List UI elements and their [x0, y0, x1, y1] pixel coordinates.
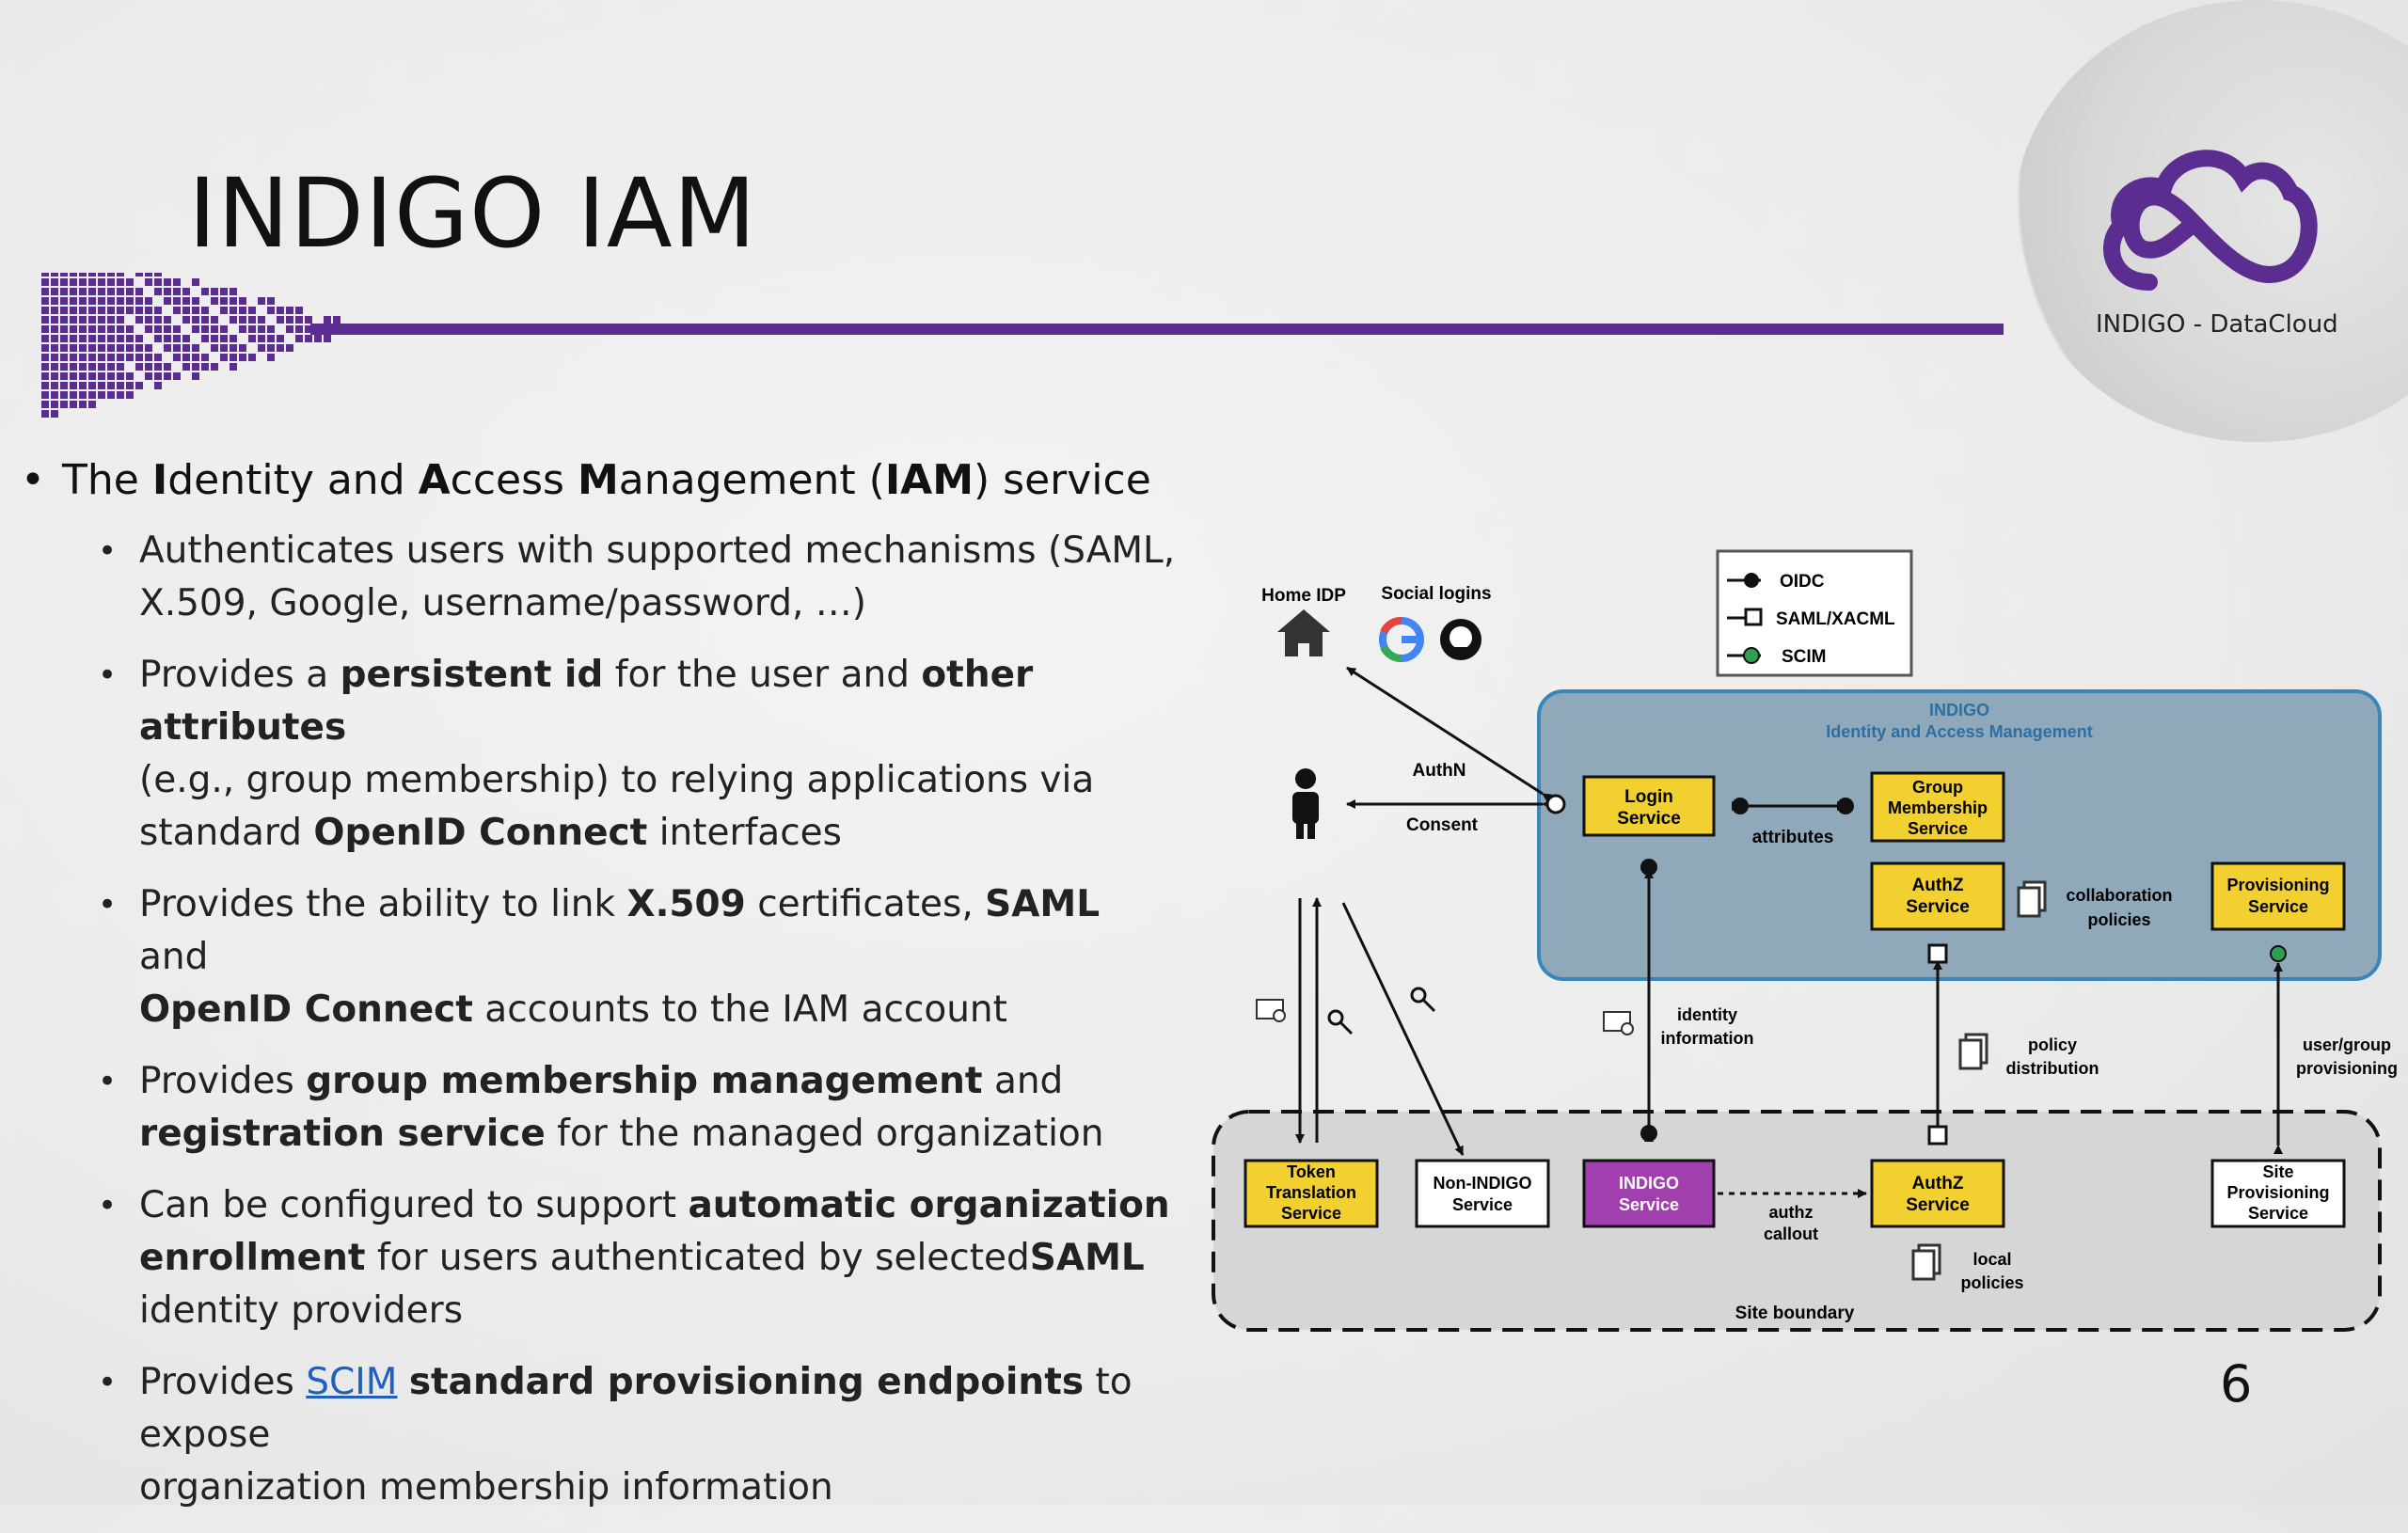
key-icon-right — [1410, 987, 1436, 1013]
login-service-label-1: Login — [1624, 787, 1673, 807]
scim-legend-icon — [1743, 647, 1760, 664]
collab-label-2: policies — [2087, 910, 2150, 929]
site-provisioning-box — [2210, 1159, 2346, 1228]
user-icon — [1292, 768, 1319, 839]
social-logins-label: Social logins — [1381, 584, 1491, 604]
slide-title: INDIGO IAM — [188, 158, 757, 270]
legend-box — [1716, 549, 1913, 677]
authz-label-2: Service — [1906, 897, 1970, 917]
main-bullet: The Identity and Access Management (IAM)… — [21, 453, 1178, 508]
site-authz-service-box — [1870, 1159, 2005, 1228]
sub-bullet-enrollment: Can be configured to support automatic o… — [98, 1179, 1178, 1337]
sub-bullet-persistent-id: Provides a persistent id for the user an… — [98, 649, 1178, 860]
iam-title-2: Identity and Access Management — [1826, 722, 2092, 741]
nonindigo-label-2: Service — [1452, 1195, 1513, 1214]
identity-label-2: information — [1661, 1029, 1754, 1048]
token-label-3: Service — [1281, 1204, 1341, 1223]
callout-label-2: callout — [1764, 1225, 1818, 1243]
sub-bullet-group-membership: Provides group membership management and… — [98, 1055, 1178, 1161]
authz-label-1: AuthZ — [1912, 876, 1964, 895]
home-icon — [1277, 609, 1330, 656]
indigo-service-box — [1582, 1159, 1716, 1228]
site-authz-label-1: AuthZ — [1912, 1174, 1964, 1193]
saml-legend-icon — [1744, 608, 1763, 626]
certificate-icon — [1256, 999, 1286, 1022]
consent-label: Consent — [1406, 815, 1479, 835]
attributes-label: attributes — [1752, 828, 1834, 847]
group-membership-box — [1870, 771, 2005, 843]
policy-distribution-icon — [1958, 1033, 1988, 1070]
collab-label-1: collaboration — [2066, 886, 2172, 905]
group-label-3: Service — [1908, 819, 1968, 838]
site-boundary-label: Site boundary — [1735, 1304, 1855, 1323]
scim-link[interactable]: SCIM — [306, 1361, 398, 1403]
prov-label-1: Provisioning — [2226, 876, 2329, 894]
sub-bullet-scim: Provides SCIM standard provisioning endp… — [98, 1356, 1178, 1514]
callout-label-1: authz — [1769, 1203, 1814, 1222]
token-translation-box — [1244, 1159, 1379, 1228]
logo-text: INDIGO - DataCloud — [2096, 310, 2338, 339]
sub-bullet-link-accounts: Provides the ability to link X.509 certi… — [98, 878, 1178, 1036]
key-icon-left — [1327, 1009, 1354, 1035]
header-pixel-bar — [41, 273, 2004, 418]
logo-background — [2013, 0, 2408, 442]
policy-label-1: policy — [2028, 1035, 2077, 1054]
prov-label-2: Service — [2248, 897, 2308, 916]
token-label-2: Translation — [1266, 1183, 1356, 1202]
identity-label-1: identity — [1677, 1005, 1737, 1024]
indigo-service-label-2: Service — [1619, 1195, 1679, 1214]
authz-service-box — [1870, 861, 2005, 931]
identity-certificate-icon — [1603, 1011, 1634, 1035]
login-service-label-2: Service — [1617, 809, 1681, 829]
sub-bullet-authenticates: Authenticates users with supported mecha… — [98, 525, 1178, 630]
provisioning-service-box — [2210, 861, 2346, 931]
local-label-1: local — [1972, 1250, 2011, 1269]
nonindigo-label-1: Non-INDIGO — [1434, 1174, 1532, 1193]
site-prov-label-1: Site — [2262, 1162, 2293, 1181]
login-service-box — [1582, 775, 1716, 837]
non-indigo-service-box — [1415, 1159, 1550, 1228]
authn-label: AuthN — [1413, 761, 1466, 781]
collaboration-policies-icon — [2017, 880, 2047, 918]
indigo-service-label-1: INDIGO — [1619, 1174, 1679, 1193]
oidc-legend-icon — [1744, 573, 1759, 588]
bullet-content: The Identity and Access Management (IAM)… — [21, 453, 1178, 1533]
usergroup-label-2: provisioning — [2296, 1059, 2398, 1078]
indigo-logo-icon — [2103, 150, 2318, 291]
token-label-1: Token — [1287, 1162, 1336, 1181]
iam-title-1: INDIGO — [1929, 701, 1989, 719]
local-policies-icon — [1911, 1243, 1941, 1281]
legend-saml: SAML/XACML — [1776, 609, 1895, 629]
page-number: 6 — [2220, 1354, 2253, 1414]
home-idp-label: Home IDP — [1261, 586, 1346, 606]
local-label-2: policies — [1960, 1273, 2023, 1292]
github-icon — [1440, 619, 1481, 660]
site-prov-label-2: Provisioning — [2226, 1183, 2329, 1202]
site-authz-label-2: Service — [1906, 1195, 1970, 1215]
legend-scim: SCIM — [1782, 647, 1827, 667]
group-label-1: Group — [1912, 778, 1963, 797]
iam-architecture-diagram: Site boundary INDIGO Identity and Access… — [1212, 549, 2398, 1332]
group-label-2: Membership — [1888, 798, 1988, 817]
legend-oidc: OIDC — [1780, 572, 1825, 592]
policy-label-2: distribution — [2006, 1059, 2099, 1078]
google-icon — [1379, 617, 1424, 662]
usergroup-label-1: user/group — [2303, 1035, 2391, 1054]
site-prov-label-3: Service — [2248, 1204, 2308, 1223]
